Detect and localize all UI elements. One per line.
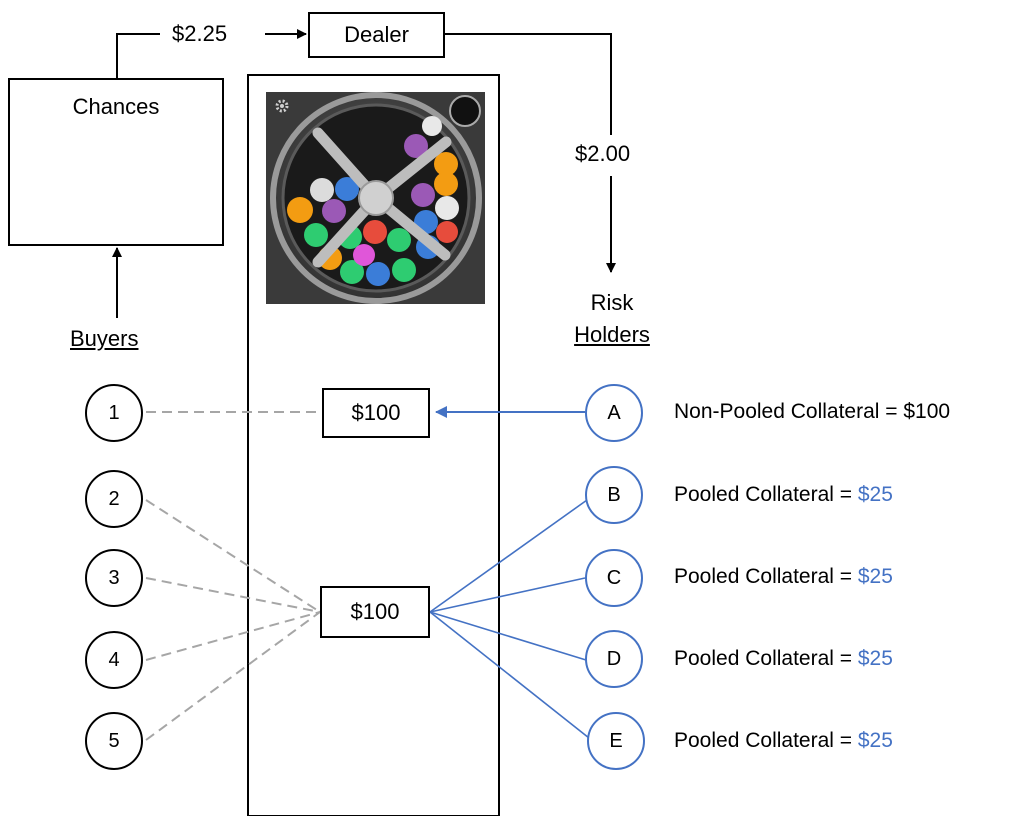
- lottery-container: [247, 74, 500, 816]
- dealer-label: Dealer: [344, 22, 409, 47]
- holder-c-link: [429, 577, 586, 613]
- buyer-2-id: 2: [108, 487, 120, 510]
- risk-holder-b-id: B: [607, 483, 621, 506]
- buyer-4: 4: [85, 631, 143, 689]
- risk-holder-d-id: D: [606, 647, 622, 670]
- risk-holder-c: C: [585, 549, 643, 607]
- pooled-collateral-c: Pooled Collateral = $25: [674, 566, 893, 587]
- risk-holders-label-line2: Holders: [574, 321, 650, 347]
- non-pooled-pot: $100: [322, 388, 430, 438]
- risk-holders-label-line1: Risk: [590, 290, 634, 315]
- risk-holder-e-id: E: [609, 729, 623, 752]
- chances-label: Chances: [72, 94, 160, 119]
- pooled-collateral-d-label: Pooled Collateral =: [674, 647, 858, 670]
- non-pooled-pot-amount: $100: [351, 400, 401, 425]
- buyer-3-id: 3: [108, 566, 120, 589]
- risk-holder-a-id: A: [607, 401, 621, 424]
- buyer-5-id: 5: [108, 729, 120, 752]
- risk-holder-a: A: [585, 384, 643, 442]
- pooled-collateral-c-label: Pooled Collateral =: [674, 565, 858, 588]
- pooled-collateral-b: Pooled Collateral = $25: [674, 484, 893, 505]
- pooled-collateral-e-amount: $25: [857, 729, 893, 752]
- risk-holder-d: D: [585, 630, 643, 688]
- pooled-pot: $100: [320, 586, 430, 638]
- buyer-2: 2: [85, 470, 143, 528]
- lottery-drum-icon: [266, 92, 485, 304]
- pooled-collateral-d: Pooled Collateral = $25: [674, 648, 893, 669]
- holder-b-link: [429, 499, 588, 613]
- risk-holder-c-id: C: [606, 566, 622, 589]
- buyer-fee-label: $2.25: [172, 21, 228, 46]
- buyer-fee-connector: [116, 33, 160, 78]
- non-pooled-collateral-text: Non-Pooled Collateral = $100: [674, 400, 951, 423]
- chances-box: Chances: [8, 78, 224, 246]
- gear-icon: [275, 99, 289, 113]
- pooled-collateral-b-label: Pooled Collateral =: [674, 483, 858, 506]
- buyer-4-id: 4: [108, 648, 120, 671]
- buyer-3: 3: [85, 549, 143, 607]
- buyer-1-id: 1: [108, 401, 120, 424]
- holder-e-link: [429, 611, 590, 739]
- pooled-collateral-d-amount: $25: [857, 647, 893, 670]
- dealer-fee-label: $2.00: [575, 141, 631, 166]
- pooled-collateral-e: Pooled Collateral = $25: [674, 730, 893, 751]
- risk-holder-e: E: [587, 712, 645, 770]
- buyer-3-link: [145, 577, 321, 613]
- pooled-collateral-c-amount: $25: [857, 565, 893, 588]
- pooled-collateral-e-label: Pooled Collateral =: [674, 729, 858, 752]
- pooled-collateral-b-amount: $25: [857, 483, 893, 506]
- buyer-5-link: [145, 611, 321, 741]
- buyer-4-link: [145, 611, 321, 661]
- risk-holders-label: Risk Holders: [562, 287, 662, 351]
- buyer-1: 1: [85, 384, 143, 442]
- buyer-2-link: [145, 499, 321, 613]
- risk-holder-b: B: [585, 466, 643, 524]
- buyer-5: 5: [85, 712, 143, 770]
- pooled-pot-amount: $100: [350, 599, 400, 624]
- dealer-fee-connector: [445, 33, 612, 135]
- buyers-label: Buyers: [70, 326, 139, 351]
- holder-d-link: [429, 611, 587, 661]
- dealer-box: Dealer: [308, 12, 445, 58]
